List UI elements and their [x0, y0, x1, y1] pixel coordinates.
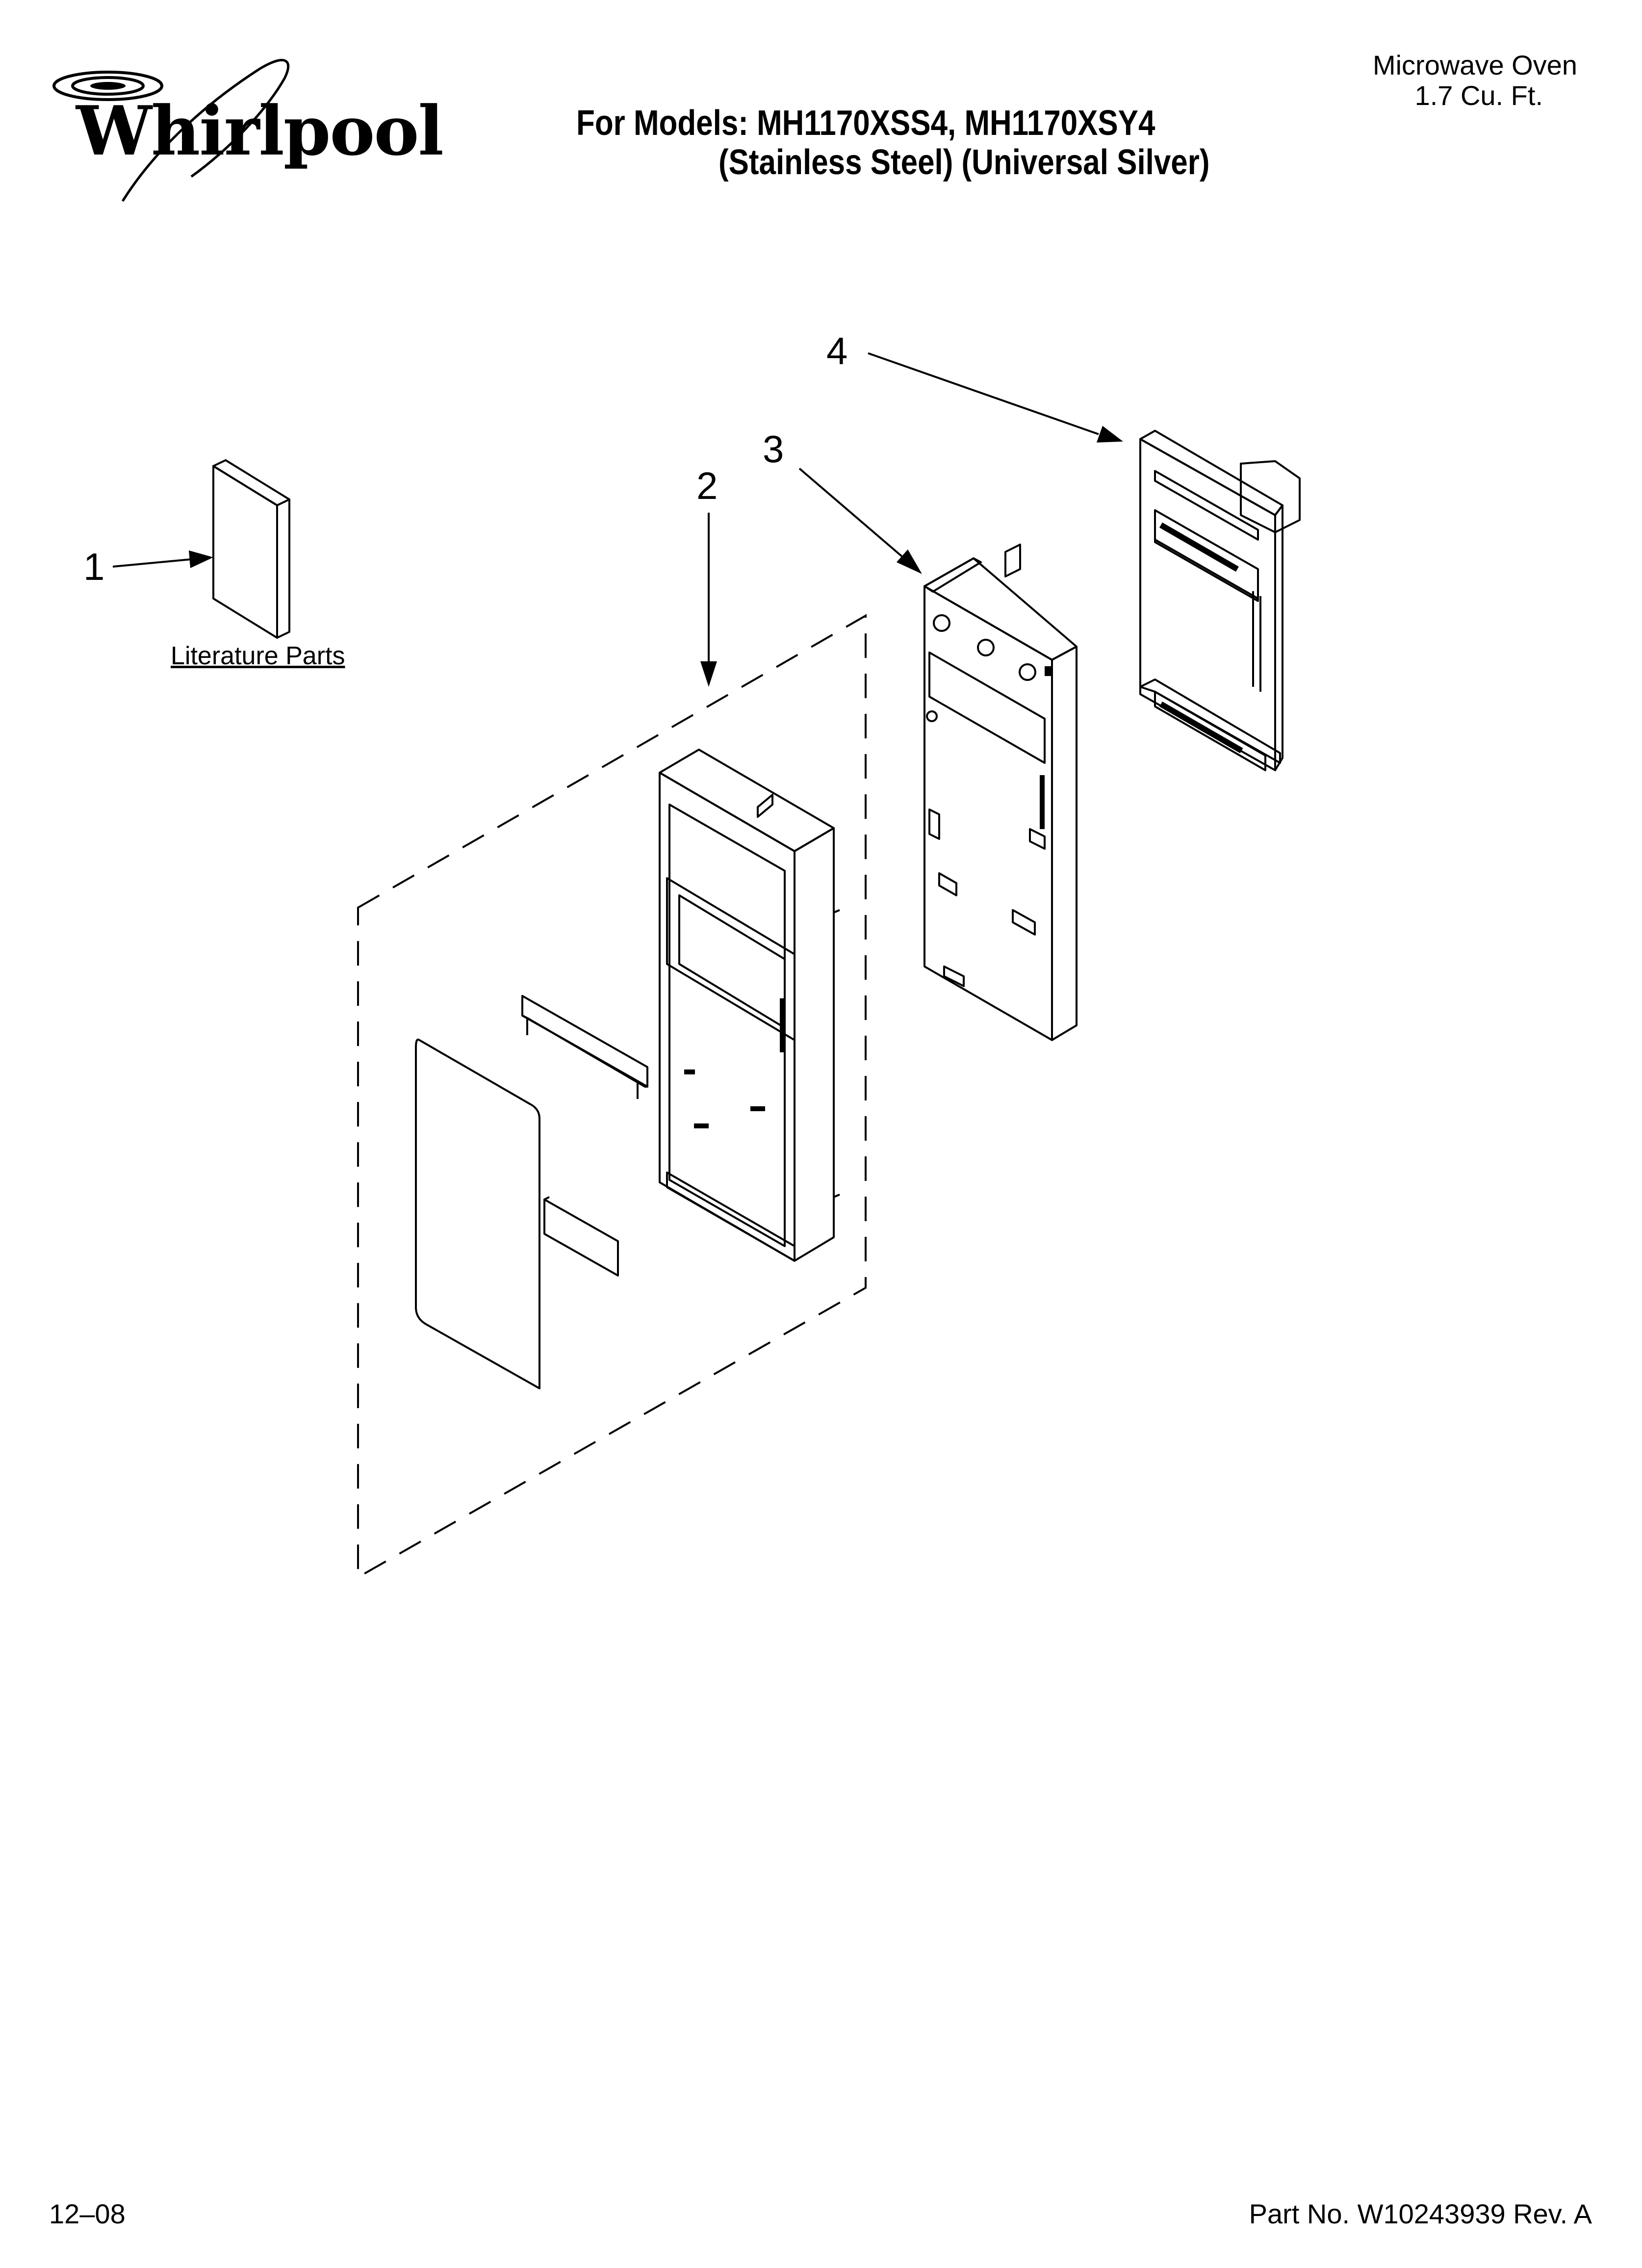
callout-2-label: 2 — [696, 464, 718, 507]
callout-4-label: 4 — [826, 329, 848, 372]
part-3-indicator-slot — [1040, 775, 1045, 829]
part-number: Part No. W10243939 Rev. A — [1249, 2198, 1592, 2229]
callout-4-leader — [868, 352, 1123, 443]
part-2-indicator-slot — [750, 1106, 765, 1111]
callout-2-leader — [700, 513, 717, 687]
models-title: For Models: MH1170XSS4, MH1170XSY4 — [576, 104, 1155, 143]
part-4-board-component — [1159, 701, 1243, 754]
callout-3-label: 3 — [763, 427, 784, 470]
part-2-indicator-slot — [684, 1069, 695, 1074]
callout-3-leader — [798, 468, 922, 574]
revision-date: 12–08 — [49, 2198, 126, 2229]
part-2-indicator-slot — [694, 1123, 709, 1128]
part-2-indicator-slot — [780, 998, 785, 1052]
whirlpool-logo-icon — [52, 59, 290, 202]
callout-1-leader — [112, 550, 213, 568]
product-name: Microwave Oven — [1372, 50, 1577, 80]
part-3-indicator-slot — [1045, 666, 1052, 676]
part-2-control-panel-frame — [659, 749, 840, 1262]
part-4-board-component — [1159, 522, 1239, 572]
part-2-lower-plate — [543, 1196, 619, 1277]
part-4-control-board — [1139, 430, 1301, 771]
part-2-assembly-boundary — [357, 614, 867, 1579]
literature-parts-label: Literature Parts — [171, 642, 345, 670]
part-2-display-window — [521, 995, 648, 1099]
part-1-literature-booklet — [212, 459, 290, 639]
brand-wordmark: Whirlpool — [76, 91, 444, 171]
part-2-membrane-overlay — [415, 1039, 540, 1389]
models-subtitle: (Stainless Steel) (Universal Silver) — [718, 143, 1210, 182]
product-capacity: 1.7 Cu. Ft. — [1414, 80, 1543, 111]
callout-1-label: 1 — [83, 545, 105, 588]
part-3-control-bracket — [924, 544, 1078, 1041]
